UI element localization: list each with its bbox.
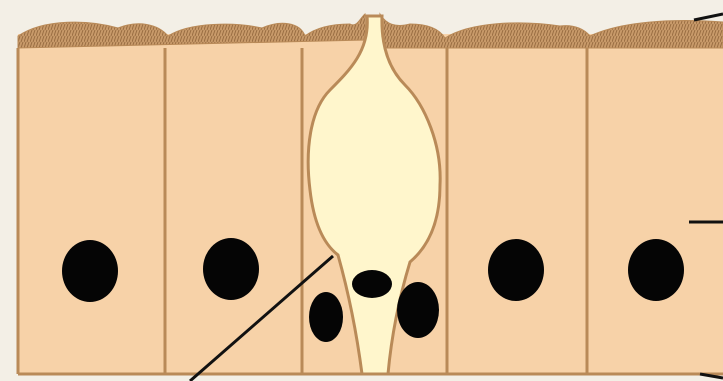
goblet-nucleus [352, 270, 392, 298]
basal-nucleus [397, 282, 439, 338]
basal-nucleus [309, 292, 343, 342]
nucleus [62, 240, 118, 302]
nucleus [203, 238, 259, 300]
nucleus [488, 239, 544, 301]
nucleus [628, 239, 684, 301]
leader-line [694, 14, 723, 20]
brush-border-right [380, 14, 723, 48]
